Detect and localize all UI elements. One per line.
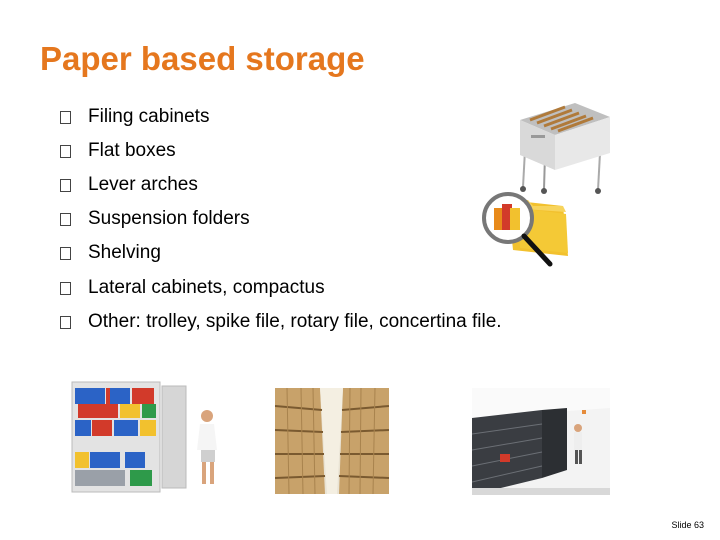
- compactus-image: [472, 388, 610, 495]
- checkbox-square-icon: [60, 281, 71, 295]
- slide-title: Paper based storage: [40, 40, 365, 77]
- bullet-item: Lateral cabinets, compactus: [60, 273, 325, 303]
- bullet-text: Filing cabinets: [88, 106, 210, 127]
- checkbox-square-icon: [60, 178, 71, 192]
- bullet-text: Suspension folders: [88, 208, 250, 229]
- bullet-item: Suspension folders: [60, 204, 250, 234]
- shelving-binders-image: [71, 381, 217, 493]
- checkbox-square-icon: [60, 110, 71, 124]
- filing-cabinet-image: [520, 103, 610, 194]
- bullet-text: Lever arches: [88, 174, 198, 195]
- bullet-item: Flat boxes: [60, 136, 176, 166]
- checkbox-square-icon: [60, 315, 71, 329]
- bullet-text: Other: trolley, spike file, rotary file,…: [88, 311, 502, 332]
- checkbox-square-icon: [60, 144, 71, 158]
- archive-shelving-image: [275, 388, 389, 494]
- bullet-text: Lateral cabinets, compactus: [88, 277, 325, 298]
- checkbox-square-icon: [60, 212, 71, 226]
- suspension-folders-image: [482, 192, 568, 267]
- bullet-item: Other: trolley, spike file, rotary file,…: [60, 307, 502, 337]
- slide-number: Slide 63: [671, 520, 704, 530]
- bullet-text: Shelving: [88, 242, 161, 263]
- bullet-item: Filing cabinets: [60, 102, 209, 132]
- bullet-item: Lever arches: [60, 170, 198, 200]
- checkbox-square-icon: [60, 246, 71, 260]
- bullet-text: Flat boxes: [88, 140, 176, 161]
- bullet-item: Shelving: [60, 238, 161, 268]
